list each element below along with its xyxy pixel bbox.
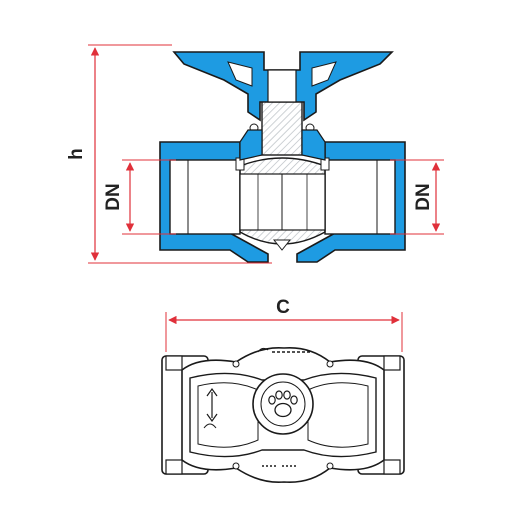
- top-view: C: [161, 297, 405, 484]
- embossed-marking: [257, 347, 310, 467]
- dimension-label-dn-left: DN: [103, 183, 124, 210]
- right-port-bore: [324, 159, 396, 235]
- dimension-h: h: [66, 44, 272, 264]
- dimension-dn-right: DN: [390, 159, 444, 235]
- dimension-dn-left: DN: [103, 159, 176, 235]
- double-arrow-icon: [203, 387, 218, 429]
- section-view: h DN DN: [66, 44, 444, 264]
- stem: [261, 94, 303, 156]
- dimension-label-dn-right: DN: [413, 183, 434, 210]
- dimension-label-h: h: [66, 148, 87, 160]
- paw-print-icon: [268, 390, 298, 418]
- dimension-label-c: C: [276, 297, 290, 318]
- left-port-bore: [169, 159, 241, 235]
- dimension-c: C: [165, 297, 403, 352]
